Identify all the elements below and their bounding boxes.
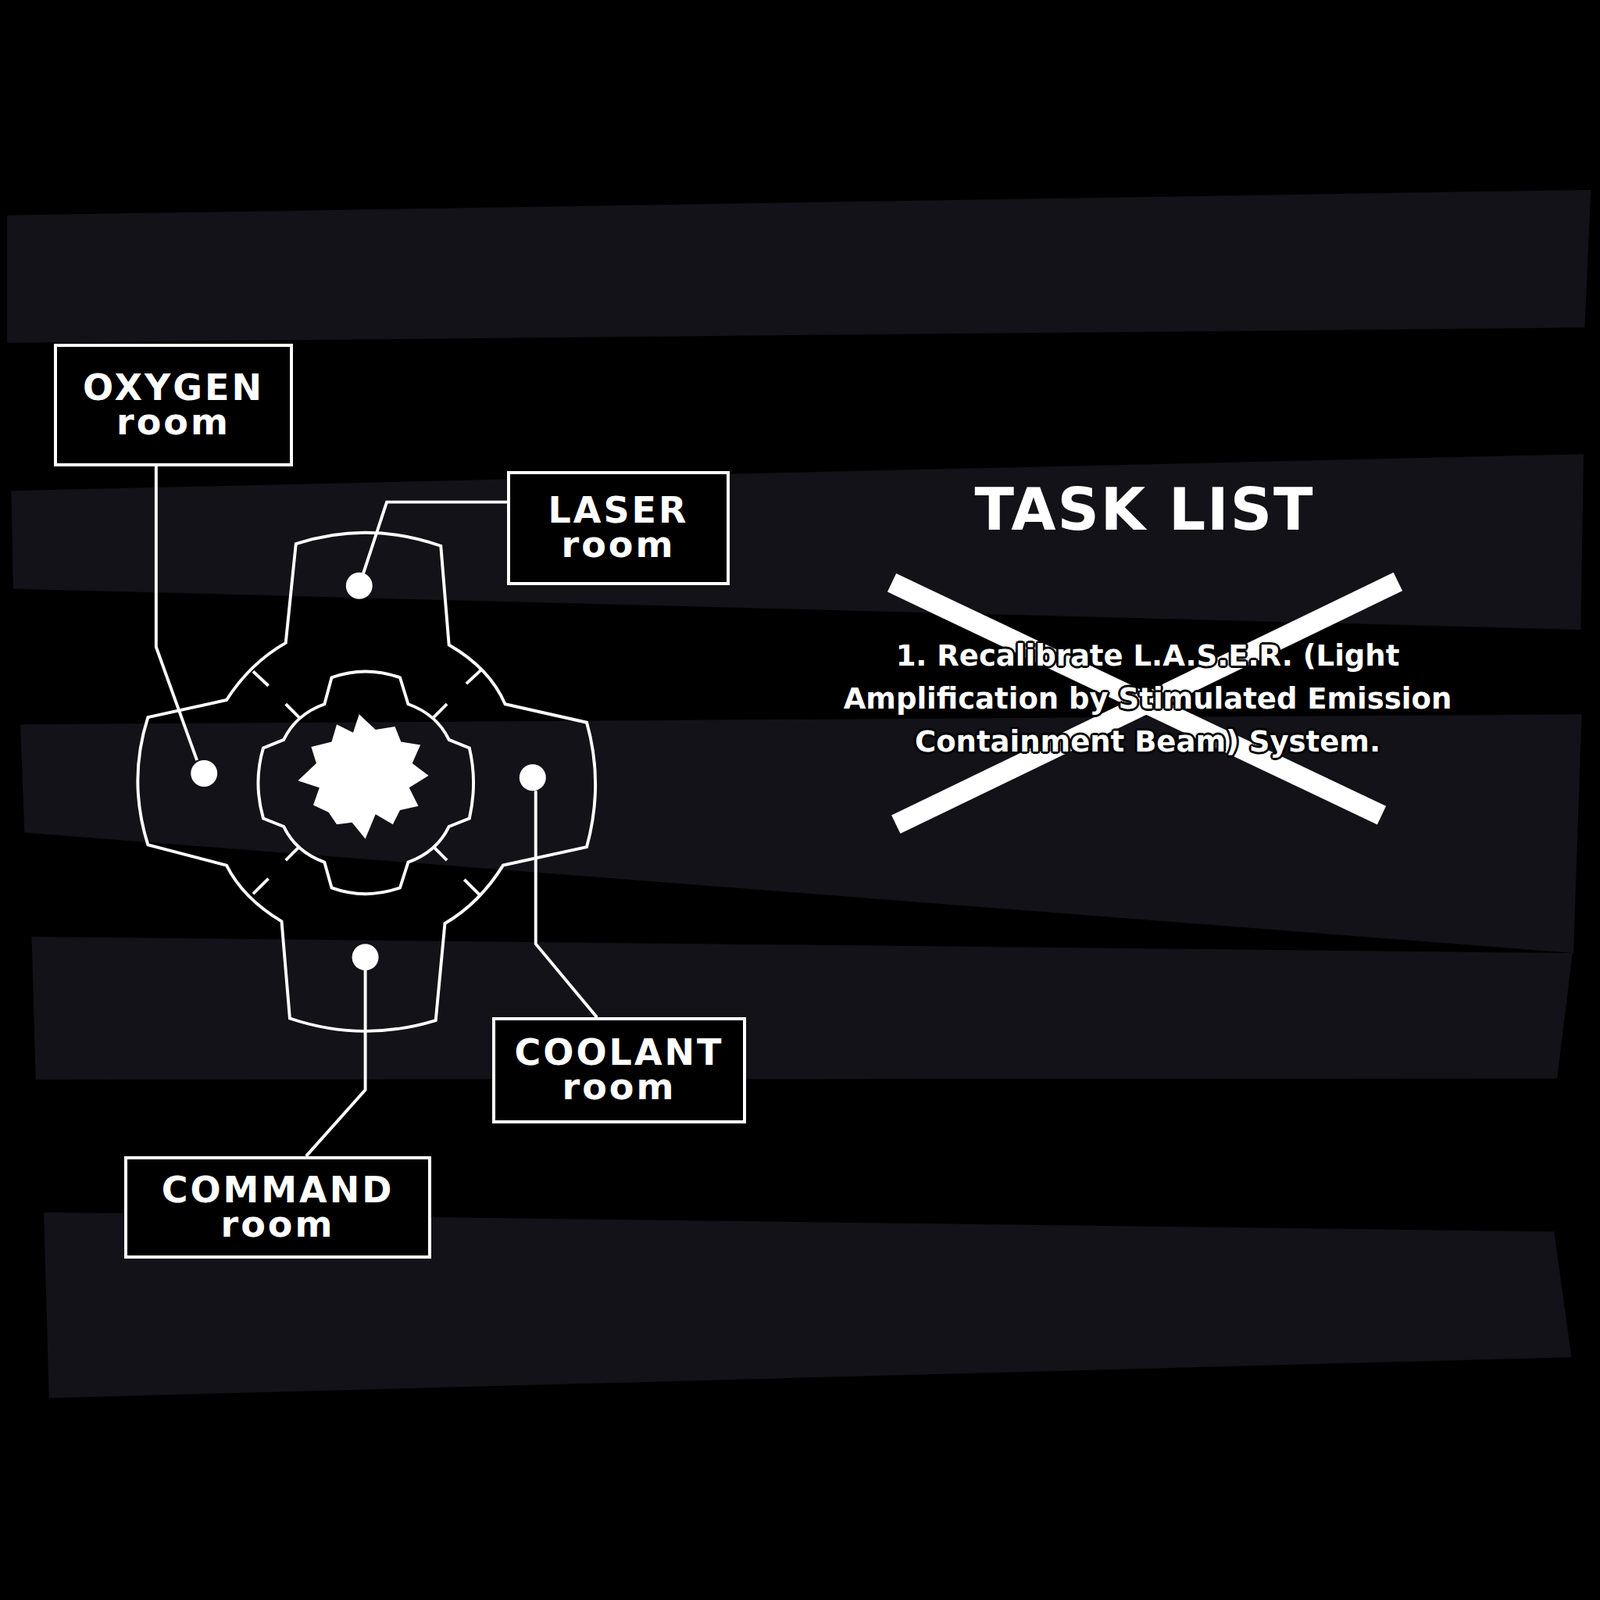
tick [464, 879, 480, 896]
room-box: COOLANTroom [492, 1017, 747, 1124]
band [31, 936, 1572, 1080]
room-dot [190, 760, 218, 787]
leader-line [363, 502, 508, 574]
room-word: room [561, 528, 676, 563]
task-item: 1. Recalibrate L.A.S.E.R. (Light Amplifi… [815, 634, 1480, 764]
tick [466, 669, 483, 684]
room-dots [190, 572, 547, 971]
room-word: room [562, 1070, 677, 1105]
leader-line [156, 466, 197, 761]
tick [285, 703, 300, 718]
tick [433, 703, 447, 718]
tick [285, 846, 300, 861]
room-word: room [221, 1207, 336, 1243]
ship-outline [137, 532, 596, 1032]
band [7, 189, 1591, 343]
core-splat [297, 714, 429, 839]
room-dot [519, 764, 547, 791]
room-box: COMMANDroom [124, 1156, 432, 1259]
tick [253, 671, 269, 686]
leader-line [535, 790, 597, 1018]
background-bands [7, 189, 1591, 1398]
tick [253, 878, 269, 895]
core-ring [257, 671, 474, 894]
room-dot [346, 572, 373, 600]
room-name: LASER [548, 493, 690, 529]
room-box: OXYGENroom [53, 343, 293, 467]
room-name: COOLANT [514, 1035, 725, 1071]
room-word: room [116, 405, 231, 440]
tick [433, 846, 447, 861]
room-dot [352, 943, 379, 971]
task-list-title: TASK LIST [832, 478, 1458, 542]
room-name: OXYGEN [82, 371, 265, 406]
hull [137, 532, 596, 1032]
room-name: COMMAND [161, 1173, 395, 1208]
room-box: LASERroom [507, 471, 730, 586]
leader-line [306, 969, 366, 1157]
